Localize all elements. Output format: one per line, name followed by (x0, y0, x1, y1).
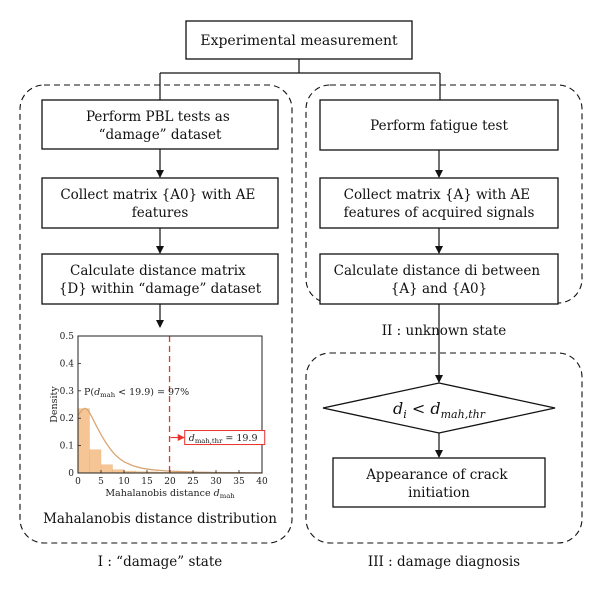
unknown-state-label: II : unknown state (382, 323, 507, 339)
x-tick-label: 5 (98, 477, 104, 487)
left-step-1-box: Perform PBL tests as “damage” dataset (41, 99, 279, 150)
x-tick-label: 10 (118, 477, 130, 487)
svg-text:Calculate distance matrix: Calculate distance matrix {D} within “da… (59, 263, 262, 297)
left-step-2-line-2: features (132, 205, 189, 221)
left-step-3-line-1: Calculate distance matrix (70, 263, 246, 279)
x-tick-label: 25 (187, 477, 199, 487)
result-line-2: initiation (408, 485, 470, 501)
damage-diagnosis-label: III : damage diagnosis (368, 554, 520, 570)
x-tick-label: 40 (256, 477, 268, 487)
damage-state-label: I : “damage” state (98, 554, 223, 570)
mahalanobis-histogram: 0 5 10 15 20 25 30 35 40 0 0.1 0.2 0.3 0.4 0.5DensityM… (49, 332, 268, 500)
y-axis-title: Density (49, 386, 60, 423)
y-tick-label: 0.2 (60, 414, 74, 424)
y-tick-label: 0.3 (60, 387, 75, 397)
svg-text:Calculate distance di between: Calculate distance di between {A} and {A… (334, 263, 545, 297)
y-tick-label: 0.4 (60, 359, 75, 369)
group-frame-damage-state (19, 84, 293, 544)
x-tick-label: 20 (164, 477, 176, 487)
right-step-1-box: Perform fatigue test (319, 99, 559, 151)
y-tick-label: 0.1 (60, 442, 74, 452)
decision-condition: di < dmah,thr (393, 399, 486, 421)
right-step-2-box: Collect matrix {A} with AE features of a… (319, 177, 559, 229)
left-step-3-box: Calculate distance matrix {D} within “da… (41, 253, 279, 305)
histogram-bar (100, 464, 113, 474)
left-step-1-line-2: “damage” dataset (99, 127, 222, 143)
histogram-bar (89, 449, 102, 474)
result-line-1: Appearance of crack (365, 467, 508, 483)
left-step-3-line-2: {D} within “damage” dataset (59, 281, 262, 297)
top-box-label: Experimental measurement (200, 33, 398, 49)
group-frame-damage-diagnosis (305, 352, 583, 544)
right-step-3-line-1: Calculate distance di between (334, 263, 541, 279)
density-curve (77, 407, 263, 474)
left-step-2-line-1: Collect matrix {A0} with AE (60, 187, 255, 203)
x-axis-title: Mahalanobis distance dmah (105, 488, 235, 500)
left-step-1-line-1: Perform PBL tests as (86, 109, 230, 125)
probability-annotation: P(dmah < 19.9) = 97% (84, 387, 189, 399)
x-tick-label: 15 (141, 477, 153, 487)
top-connector (159, 59, 441, 100)
svg-text:Collect matrix {A} with AE: Collect matrix {A} with AE features of a… (344, 187, 535, 221)
svg-text:Collect matrix {A0} with AE: Collect matrix {A0} with AE features (60, 187, 259, 221)
y-tick-label: 0.5 (60, 332, 75, 342)
result-box: Appearance of crack initiation (332, 457, 546, 508)
x-tick-label: 35 (233, 477, 245, 487)
threshold-label: dmah,thr = 19.9 (189, 433, 258, 445)
threshold-label-box (184, 430, 266, 446)
right-step-3-line-2: {A} and {A0} (391, 281, 487, 297)
group-frame-unknown-state (305, 84, 583, 304)
svg-text:Perform PBL tests as “da: Perform PBL tests as “damage” dataset (86, 109, 234, 143)
left-step-2-box: Collect matrix {A0} with AE features (41, 177, 279, 229)
chart-caption: Mahalanobis distance distribution (43, 511, 277, 527)
right-step-2-line-2: features of acquired signals (344, 205, 535, 221)
x-tick-label: 0 (75, 477, 81, 487)
x-tick-label: 30 (210, 477, 222, 487)
right-step-1-line-1: Perform fatigue test (370, 118, 508, 134)
decision-diamond: di < dmah,thr (322, 382, 556, 434)
svg-text:Appearance of crack init: Appearance of crack initiation (365, 467, 512, 501)
right-step-2-line-1: Collect matrix {A} with AE (344, 187, 530, 203)
top-box: Experimental measurement (185, 20, 413, 60)
right-step-3-box: Calculate distance di between {A} and {A… (319, 253, 559, 305)
y-tick-label: 0 (68, 469, 74, 479)
